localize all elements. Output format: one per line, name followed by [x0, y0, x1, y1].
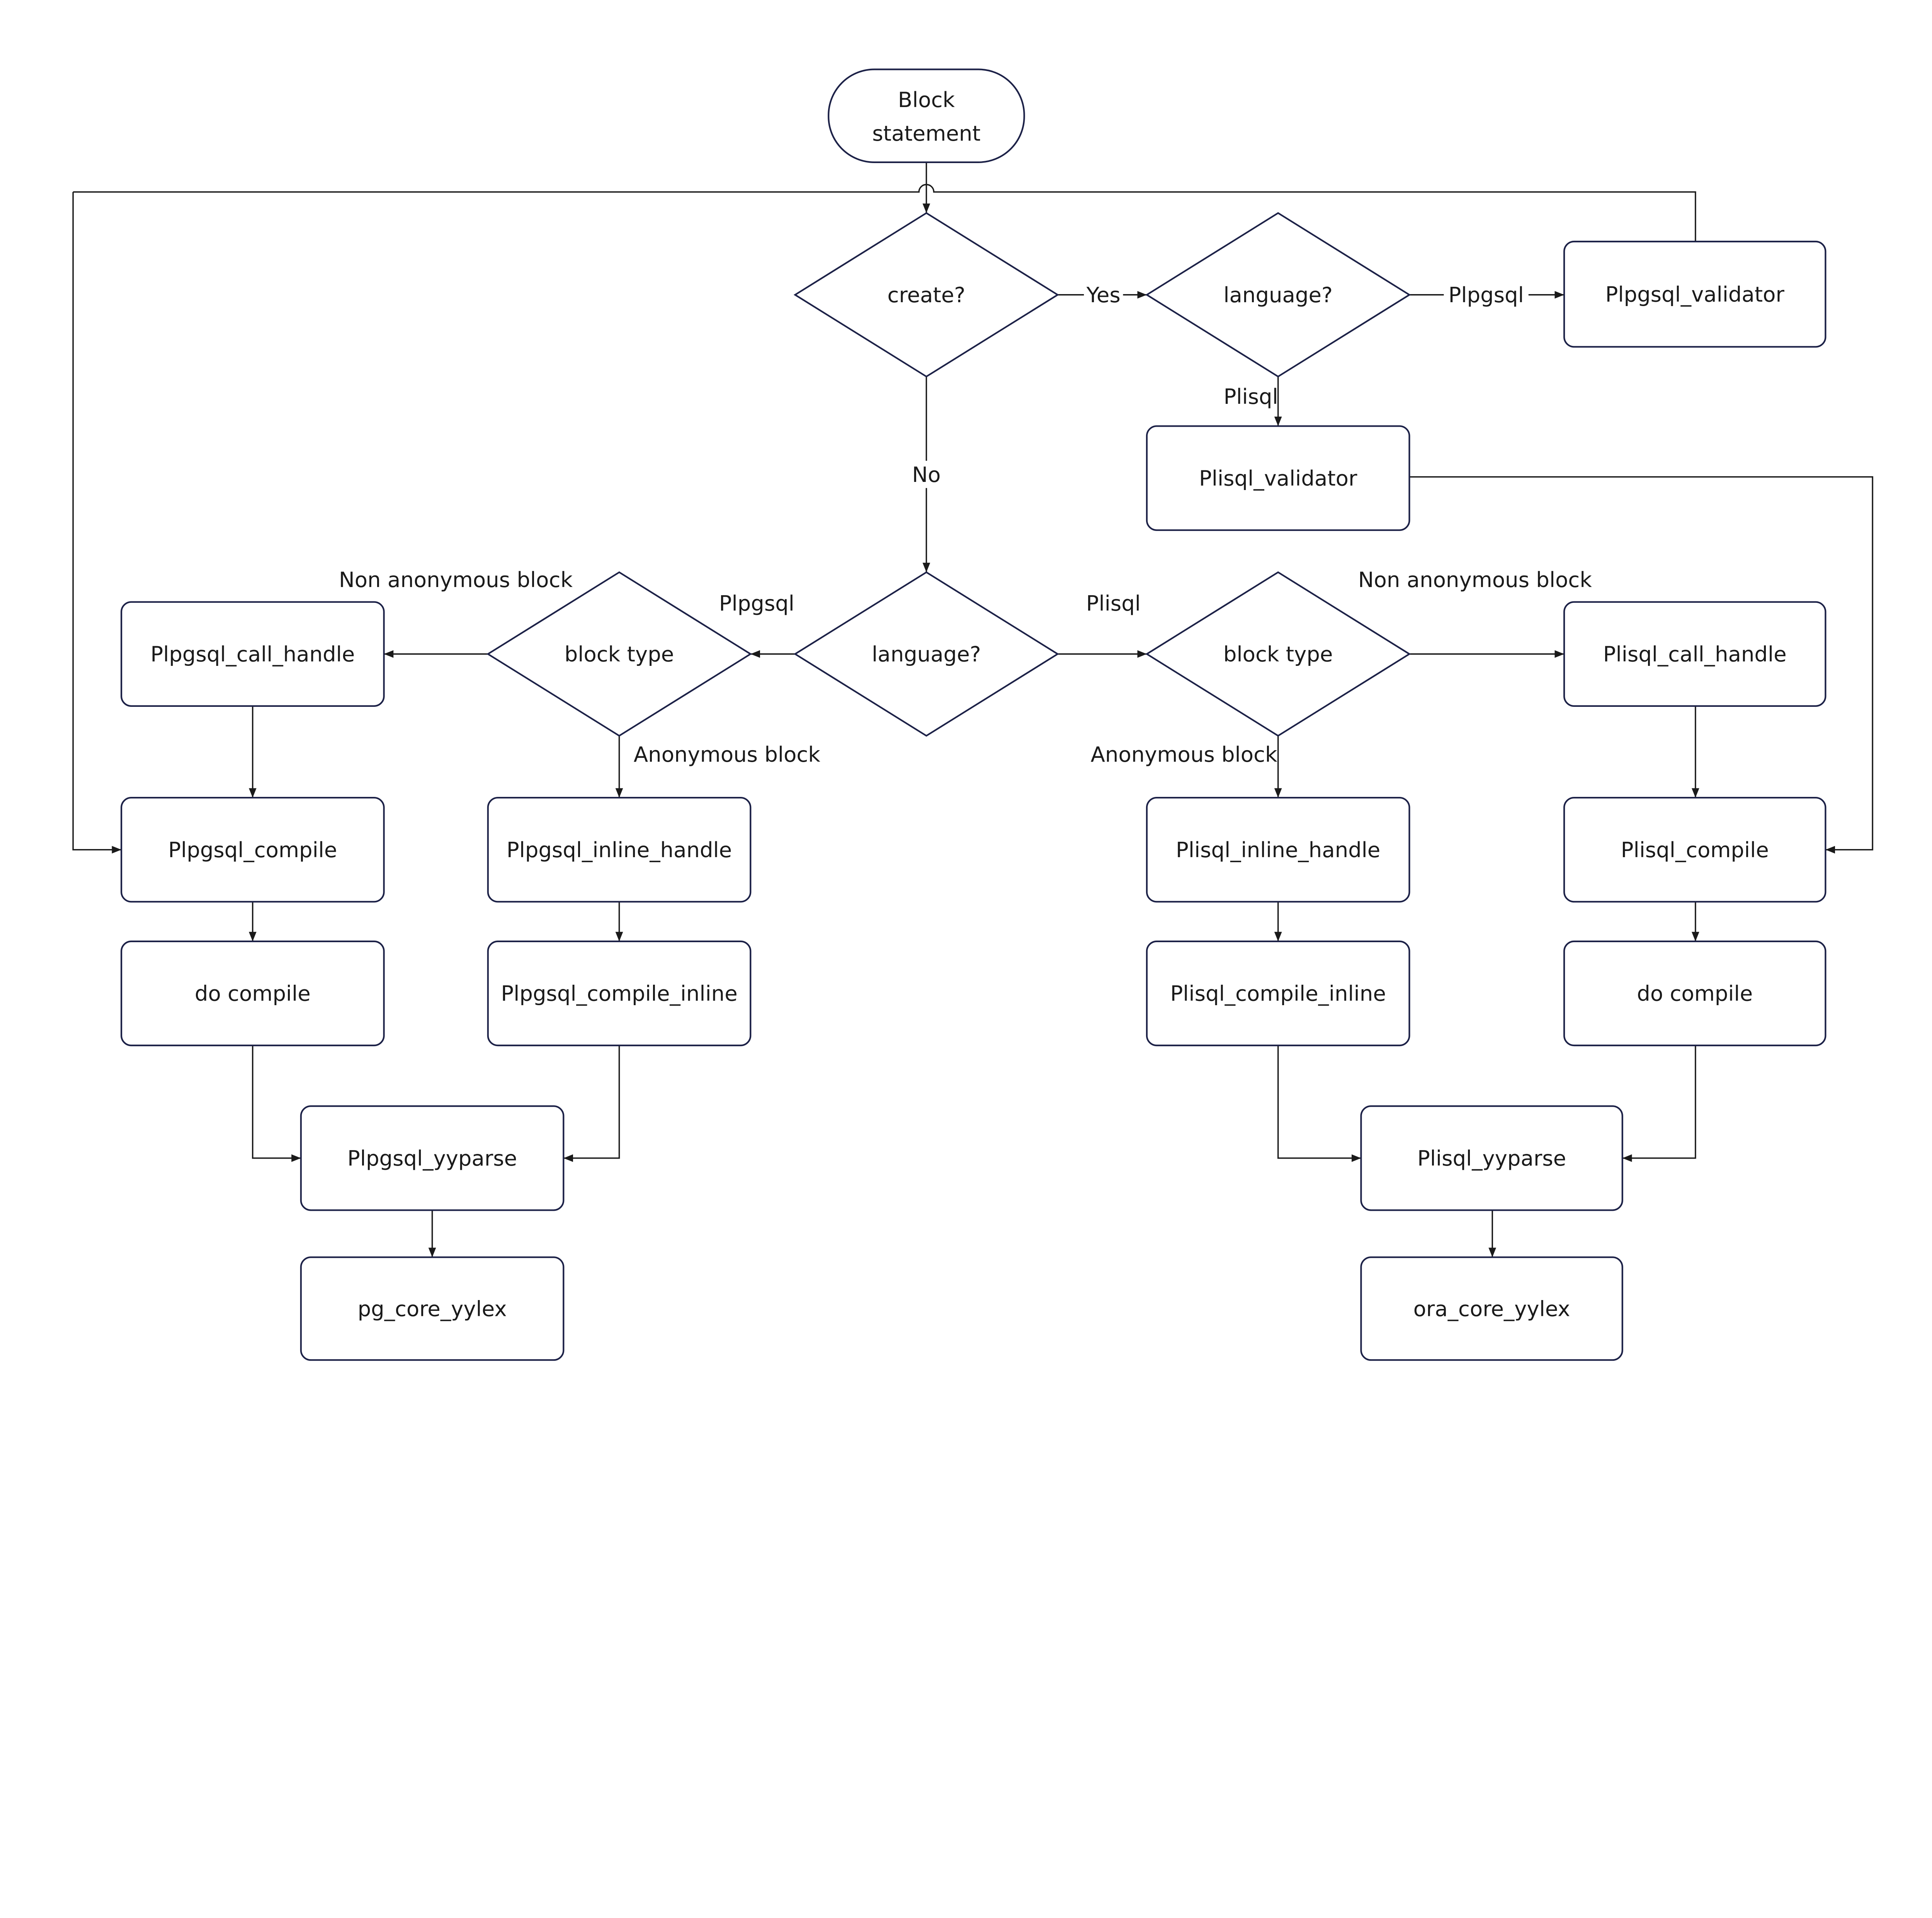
node-blocktype-left: block type [486, 571, 752, 737]
process-box [487, 797, 752, 903]
process-box [1563, 797, 1827, 903]
node-label: ora_core_yylex [1413, 1296, 1570, 1321]
node-label: Plisql_call_handle [1603, 642, 1787, 667]
label-background [1084, 281, 1123, 309]
process-box [1360, 1256, 1623, 1361]
node-create: create? [793, 212, 1060, 378]
node-label: create? [888, 283, 966, 307]
node-label: Plisql_compile [1621, 837, 1769, 862]
node-label: Plpgsql_validator [1605, 282, 1785, 306]
process-box [1563, 240, 1827, 348]
edge-label-mid-plpgsql: Plpgsql [719, 591, 794, 616]
node-blocktype-right: block type [1145, 571, 1411, 737]
node-plisql-inline-handle: Plisql_inline_handle [1146, 797, 1410, 903]
edge-label-left-non-anon: Non anonymous block [339, 567, 573, 592]
node-label: pg_core_yylex [358, 1296, 507, 1321]
label-background [1444, 281, 1529, 309]
decision-diamond [1145, 212, 1411, 378]
node-ora-core-yylex: ora_core_yylex [1360, 1256, 1623, 1361]
edge-label-top-plisql: Plisql [1224, 384, 1278, 409]
process-box [1146, 940, 1410, 1047]
process-box [487, 940, 752, 1047]
node-label: Plpgsql_call_handle [150, 642, 355, 667]
node-plpgsql-compile-inline: Plpgsql_compile_inline [487, 940, 752, 1047]
process-box [121, 601, 385, 707]
node-label: Plisql_compile_inline [1170, 981, 1386, 1006]
edge-validator-loop [73, 184, 1696, 242]
edge-label-right-non-anon: Non anonymous block [1358, 567, 1592, 592]
process-box [1563, 940, 1827, 1047]
flowchart: Block statement create? language? Plpgsql_va… [72, 68, 1873, 1361]
node-lang-mid: language? [793, 571, 1060, 737]
process-box [300, 1256, 565, 1361]
node-lang-top: language? [1145, 212, 1411, 378]
node-plisql-validator: Plisql_validator [1146, 425, 1410, 531]
node-label: Plpgsql_yyparse [347, 1146, 517, 1171]
process-box [1360, 1105, 1623, 1211]
process-box [300, 1105, 565, 1211]
node-label: do compile [1637, 981, 1753, 1006]
node-plpgsql-call-handle: Plpgsql_call_handle [121, 601, 385, 707]
terminal-shape [828, 68, 1025, 163]
node-label: Plisql_inline_handle [1176, 837, 1380, 862]
node-plisql-compile: Plisql_compile [1563, 797, 1827, 903]
edge-label-right-anon: Anonymous block [1091, 742, 1277, 767]
edge-label-mid-plisql: Plisql [1086, 591, 1141, 616]
node-label: Plpgsql_compile [168, 837, 337, 862]
edge-label-no: No [912, 462, 940, 487]
node-label: block type [1223, 642, 1333, 667]
edge-a10 [1622, 1045, 1696, 1162]
node-do-compile-left: do compile [121, 940, 385, 1047]
node-label: language? [1223, 283, 1333, 307]
process-box [121, 797, 385, 903]
node-label: block type [565, 642, 674, 667]
node-plisql-compile-inline: Plisql_compile_inline [1146, 940, 1410, 1047]
edge-label-left-anon: Anonymous block [634, 742, 820, 767]
edge-label-top-plpgsql: Plpgsql [1449, 283, 1524, 307]
edge-label-yes: Yes [1086, 283, 1121, 307]
node-label: Plisql_validator [1199, 466, 1357, 490]
process-box [1563, 601, 1827, 707]
node-label: Plisql_yyparse [1417, 1146, 1566, 1171]
decision-diamond [486, 571, 752, 737]
node-label: language? [872, 642, 981, 667]
node-plpgsql-validator: Plpgsql_validator [1563, 240, 1827, 348]
node-label: do compile [195, 981, 311, 1006]
edge-a8 [563, 1045, 620, 1162]
node-start: Block statement [828, 68, 1025, 163]
node-plisql-yyparse: Plisql_yyparse [1360, 1105, 1623, 1211]
decision-diamond [793, 212, 1060, 378]
edge-a7 [252, 1045, 301, 1162]
node-label: Plpgsql_inline_handle [507, 837, 732, 862]
node-plpgsql-yyparse: Plpgsql_yyparse [300, 1105, 565, 1211]
node-label: statement [872, 121, 980, 146]
node-plpgsql-compile: Plpgsql_compile [121, 797, 385, 903]
edge-loop-to-plpgsql-compile [72, 192, 122, 854]
node-pg-core-yylex: pg_core_yylex [300, 1256, 565, 1361]
node-label: Plpgsql_compile_inline [501, 981, 737, 1006]
process-box [1146, 425, 1410, 531]
edge-a9 [1277, 1045, 1361, 1162]
node-plpgsql-inline-handle: Plpgsql_inline_handle [487, 797, 752, 903]
decision-diamond [1145, 571, 1411, 737]
process-box [1146, 797, 1410, 903]
node-label: Block [898, 87, 955, 112]
node-do-compile-right: do compile [1563, 940, 1827, 1047]
decision-diamond [793, 571, 1060, 737]
edge-plisql-validator-compile [1409, 476, 1873, 854]
label-background [912, 461, 940, 488]
process-box [121, 940, 385, 1047]
node-plisql-call-handle: Plisql_call_handle [1563, 601, 1827, 707]
